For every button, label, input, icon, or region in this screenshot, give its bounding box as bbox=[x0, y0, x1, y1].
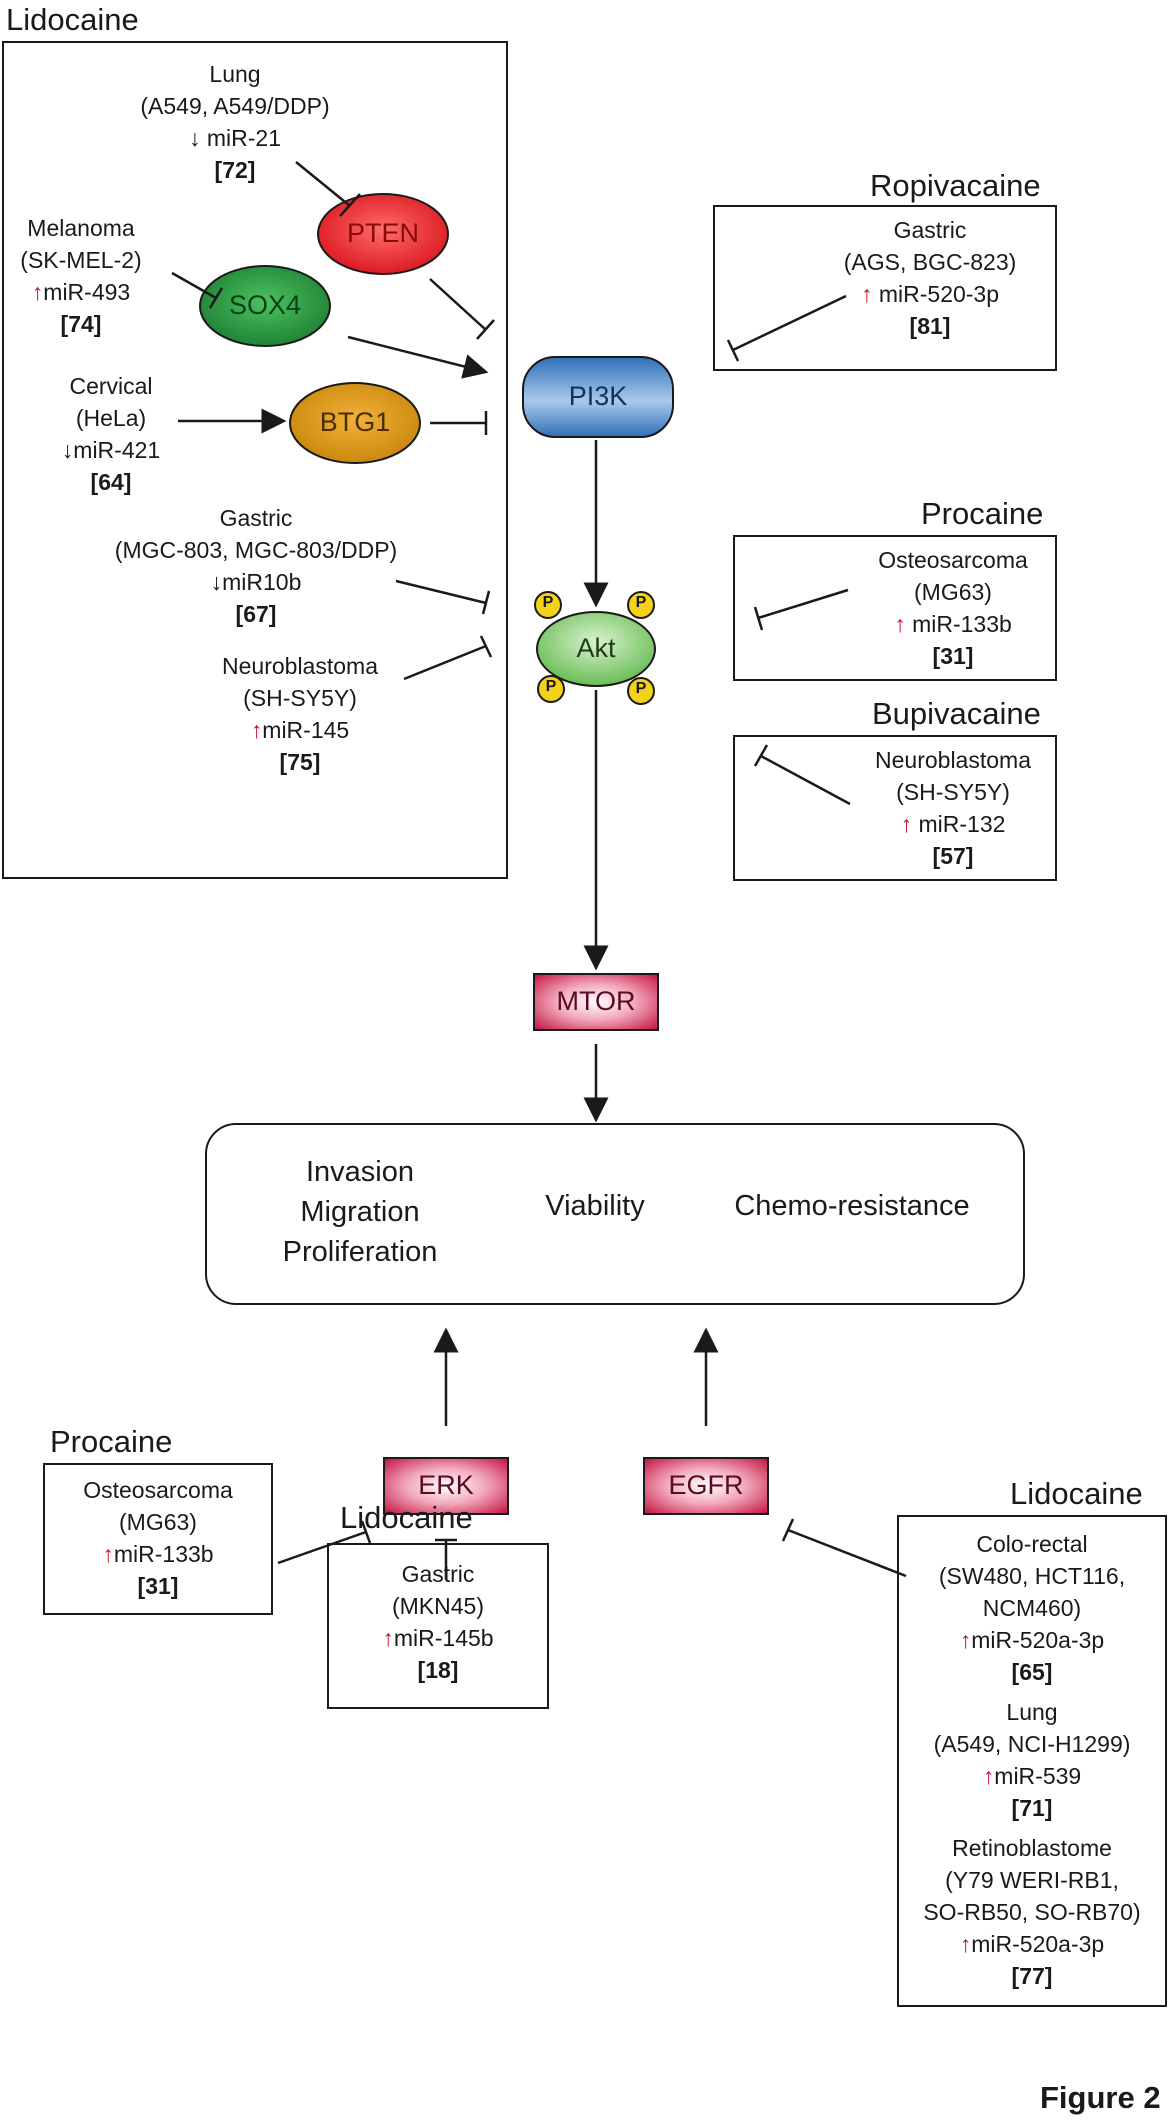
phospho-label: P bbox=[545, 678, 557, 695]
context-lidocaine-egfr-lung: Lung (A549, NCI-H1299) ↑miR-539 [71] bbox=[904, 1696, 1160, 1824]
lidocaine-egfr-panel-box bbox=[897, 1515, 1167, 2007]
phospho-label: P bbox=[542, 594, 554, 611]
mtor-label: MTOR bbox=[556, 986, 636, 1016]
reference: [65] bbox=[1011, 1659, 1053, 1685]
pi3k-node bbox=[522, 356, 674, 438]
context-lidocaine-erk-gastric: Gastric (MKN45) ↑miR-145b [18] bbox=[332, 1558, 544, 1686]
sox4-node bbox=[199, 265, 331, 347]
bupivacaine-panel-box bbox=[733, 735, 1057, 881]
akt-node bbox=[536, 611, 656, 687]
btg1-inhibits-pi3k bbox=[430, 411, 488, 435]
lung-inhibits-pten bbox=[295, 161, 361, 217]
gastric-inhibits-akt bbox=[395, 579, 491, 615]
up-arrow-icon: ↑ bbox=[102, 1541, 114, 1567]
phospho-label: P bbox=[635, 680, 647, 697]
drug-title-lidocaine-top: Lidocaine bbox=[6, 2, 139, 37]
context-lidocaine-egfr-retinoblastome: Retinoblastome (Y79 WERI-RB1, SO-RB50, S… bbox=[904, 1832, 1160, 1992]
procaine-inhibits-akt bbox=[753, 588, 849, 631]
reference: [18] bbox=[417, 1657, 459, 1683]
akt-label: Akt bbox=[576, 633, 616, 663]
figure-label: Figure 2 bbox=[1040, 2080, 1161, 2115]
erk-node bbox=[383, 1457, 509, 1515]
context-gastric: Gastric (MGC-803, MGC-803/DDP) ↓miR10b [… bbox=[96, 502, 416, 630]
up-arrow-icon: ↑ bbox=[382, 1625, 394, 1651]
procaine-bottom-panel-box bbox=[43, 1463, 273, 1615]
drug-title-lidocaine-erk: Lidocaine bbox=[340, 1500, 473, 1535]
context-procaine-bottom-osteosarcoma: Osteosarcoma (MG63) ↑miR-133b [31] bbox=[48, 1474, 268, 1602]
context-procaine-osteosarcoma: Osteosarcoma (MG63) ↑ miR-133b [31] bbox=[858, 544, 1048, 672]
context-cervical: Cervical (HeLa) ↓miR-421 [64] bbox=[46, 370, 176, 498]
reference: [31] bbox=[932, 643, 974, 669]
up-arrow-icon: ↑ bbox=[31, 279, 44, 305]
outcome-chemo-resistance: Chemo-resistance bbox=[734, 1190, 970, 1222]
sox4-label: SOX4 bbox=[228, 290, 302, 320]
mtor-node bbox=[533, 973, 659, 1031]
phospho-circle bbox=[627, 591, 655, 619]
drug-title-lidocaine-egfr: Lidocaine bbox=[1010, 1476, 1143, 1511]
reference: [74] bbox=[60, 311, 102, 337]
egfr-node bbox=[643, 1457, 769, 1515]
down-arrow-icon: ↓ bbox=[210, 569, 223, 595]
context-ropivacaine-gastric: Gastric (AGS, BGC-823) ↑ miR-520-3p [81] bbox=[820, 214, 1040, 342]
down-arrow-icon: ↓ bbox=[188, 125, 201, 151]
drug-title-procaine-top: Procaine bbox=[921, 496, 1044, 531]
reference: [75] bbox=[279, 749, 321, 775]
pi3k-label: PI3K bbox=[568, 381, 628, 411]
reference: [77] bbox=[1011, 1963, 1053, 1989]
procaine-inhibits-erk bbox=[277, 1520, 372, 1565]
lidocaine-top-panel-box bbox=[2, 41, 508, 879]
reference: [64] bbox=[90, 469, 132, 495]
btg1-node bbox=[289, 382, 421, 464]
down-arrow-icon: ↓ bbox=[61, 437, 74, 463]
up-arrow-icon: ↑ bbox=[959, 1627, 972, 1653]
reference: [71] bbox=[1011, 1795, 1053, 1821]
reference: [72] bbox=[214, 157, 256, 183]
lidocaine-inhibits-egfr bbox=[781, 1518, 907, 1578]
drug-title-procaine-bottom: Procaine bbox=[50, 1424, 173, 1459]
drug-title-bupivacaine: Bupivacaine bbox=[872, 696, 1041, 731]
up-arrow-icon: ↑ bbox=[860, 281, 873, 307]
reference: [57] bbox=[932, 843, 974, 869]
context-bupivacaine-neuroblastoma: Neuroblastoma (SH-SY5Y) ↑ miR-132 [57] bbox=[858, 744, 1048, 872]
up-arrow-icon: ↑ bbox=[894, 611, 906, 637]
lidocaine-erk-panel-box bbox=[327, 1543, 549, 1709]
btg1-label: BTG1 bbox=[319, 407, 391, 437]
phospho-circle bbox=[534, 591, 562, 619]
erk-label: ERK bbox=[418, 1470, 474, 1500]
reference: [81] bbox=[909, 313, 951, 339]
phospho-circle bbox=[537, 675, 565, 703]
neuroblastoma-inhibits-akt bbox=[403, 635, 493, 681]
sox4-to-pi3k-arrow bbox=[347, 335, 489, 379]
pten-inhibits-pi3k bbox=[429, 278, 495, 340]
outcome-col1: Invasion Migration Proliferation bbox=[282, 1156, 438, 1268]
ropivacaine-inhibits-pi3k bbox=[726, 294, 847, 362]
phospho-label: P bbox=[635, 594, 647, 611]
ropivacaine-panel-box bbox=[713, 205, 1057, 371]
egfr-label: EGFR bbox=[668, 1470, 744, 1500]
context-neuroblastoma: Neuroblastoma (SH-SY5Y) ↑miR-145 [75] bbox=[190, 650, 410, 778]
reference: [31] bbox=[137, 1573, 179, 1599]
context-melanoma: Melanoma (SK-MEL-2) ↑miR-493 [74] bbox=[6, 212, 156, 340]
up-arrow-icon: ↑ bbox=[250, 717, 263, 743]
lidocaine-inhibits-erk bbox=[435, 1538, 457, 1580]
melanoma-inhibits-sox4 bbox=[171, 271, 224, 309]
phospho-circle bbox=[627, 677, 655, 705]
drug-title-ropivacaine: Ropivacaine bbox=[870, 168, 1041, 203]
reference: [67] bbox=[235, 601, 277, 627]
procaine-top-panel-box bbox=[733, 535, 1057, 681]
context-lung: Lung (A549, A549/DDP) ↓ miR-21 [72] bbox=[90, 58, 380, 186]
up-arrow-icon: ↑ bbox=[900, 811, 913, 837]
outcome-viability: Viability bbox=[545, 1190, 645, 1222]
pten-node bbox=[317, 193, 449, 275]
up-arrow-icon: ↑ bbox=[982, 1763, 995, 1789]
pten-label: PTEN bbox=[346, 218, 419, 248]
context-lidocaine-egfr-colorectal: Colo-rectal (SW480, HCT116, NCM460) ↑miR… bbox=[904, 1528, 1160, 1688]
outcome-box bbox=[205, 1123, 1025, 1305]
up-arrow-icon: ↑ bbox=[959, 1931, 972, 1957]
bupivacaine-inhibits-akt bbox=[753, 744, 851, 806]
